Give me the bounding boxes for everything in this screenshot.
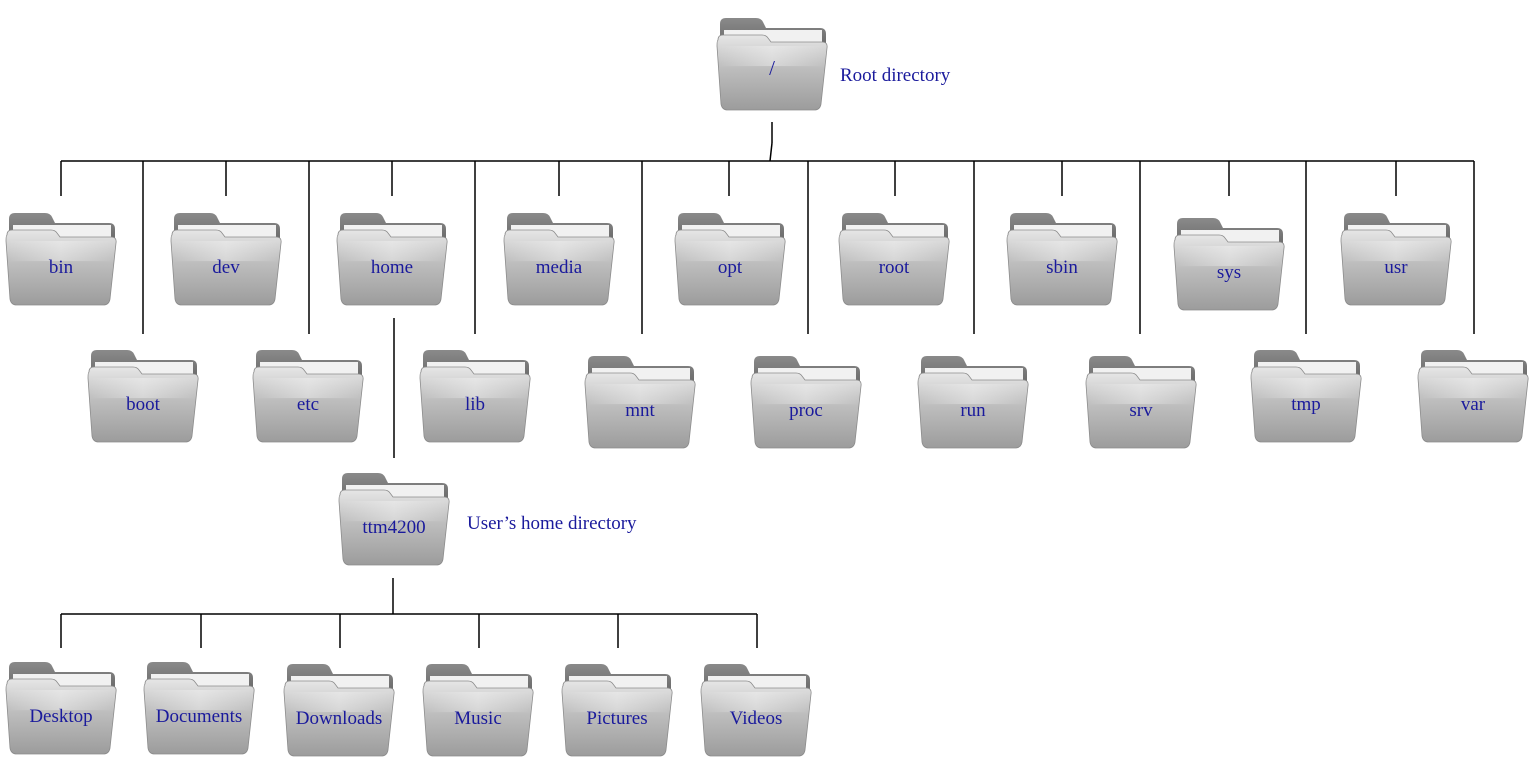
folder-label: ttm4200 — [362, 517, 426, 538]
folder-lib[interactable]: lib — [419, 348, 531, 444]
folder-label: boot — [126, 394, 160, 415]
folder-pictures[interactable]: Pictures — [561, 662, 673, 758]
folder-label: Documents — [155, 706, 243, 727]
folder-srv[interactable]: srv — [1085, 354, 1197, 450]
folder-proc[interactable]: proc — [750, 354, 862, 450]
folder-label: bin — [48, 257, 74, 278]
folder-home[interactable]: home — [336, 211, 448, 307]
folder-label: lib — [464, 394, 486, 415]
folder-label: Desktop — [29, 706, 93, 727]
folder-music[interactable]: Music — [422, 662, 534, 758]
root-caption: Root directory — [840, 65, 951, 86]
folder-sbin[interactable]: sbin — [1006, 211, 1118, 307]
folder-label: proc — [789, 400, 823, 421]
folder-label: tmp — [1291, 394, 1321, 415]
folder-label: dev — [212, 257, 240, 278]
folder-downloads[interactable]: Downloads — [283, 662, 395, 758]
folder-label: Videos — [729, 708, 783, 729]
folder-label: Downloads — [295, 708, 383, 729]
folder-usr[interactable]: usr — [1340, 211, 1452, 307]
folder-label: etc — [296, 394, 320, 415]
folder-label: home — [370, 257, 414, 278]
folder-label: mnt — [625, 400, 655, 421]
folder-label: sys — [1216, 262, 1242, 283]
folder-opt[interactable]: opt — [674, 211, 786, 307]
folder-dev[interactable]: dev — [170, 211, 282, 307]
folder-label: sbin — [1046, 257, 1078, 278]
folder-root[interactable]: root — [838, 211, 950, 307]
folder-label: usr — [1384, 257, 1408, 278]
root-folder-label: / — [769, 56, 775, 80]
folder-label: Music — [454, 708, 502, 729]
folder-mnt[interactable]: mnt — [584, 354, 696, 450]
folder-videos[interactable]: Videos — [700, 662, 812, 758]
folder-user-home[interactable]: ttm4200 — [338, 471, 450, 567]
folder-run[interactable]: run — [917, 354, 1029, 450]
folder-bin[interactable]: bin — [5, 211, 117, 307]
folder-var[interactable]: var — [1417, 348, 1529, 444]
folder-label: root — [878, 257, 910, 278]
folder-label: run — [960, 400, 986, 421]
folder-label: media — [535, 257, 583, 278]
user-home-caption: User’s home directory — [467, 513, 637, 534]
folder-boot[interactable]: boot — [87, 348, 199, 444]
folder-documents[interactable]: Documents — [143, 660, 255, 756]
folder-media[interactable]: media — [503, 211, 615, 307]
folder-label: srv — [1129, 400, 1153, 421]
root-stem — [769, 142, 773, 162]
folder-label: Pictures — [586, 708, 648, 729]
folder-sys[interactable]: sys — [1173, 216, 1285, 312]
folder-tmp[interactable]: tmp — [1250, 348, 1362, 444]
root-folder[interactable]: / — [716, 16, 828, 112]
folder-label: var — [1460, 394, 1486, 415]
folder-desktop[interactable]: Desktop — [5, 660, 117, 756]
folder-etc[interactable]: etc — [252, 348, 364, 444]
folder-label: opt — [717, 257, 743, 278]
